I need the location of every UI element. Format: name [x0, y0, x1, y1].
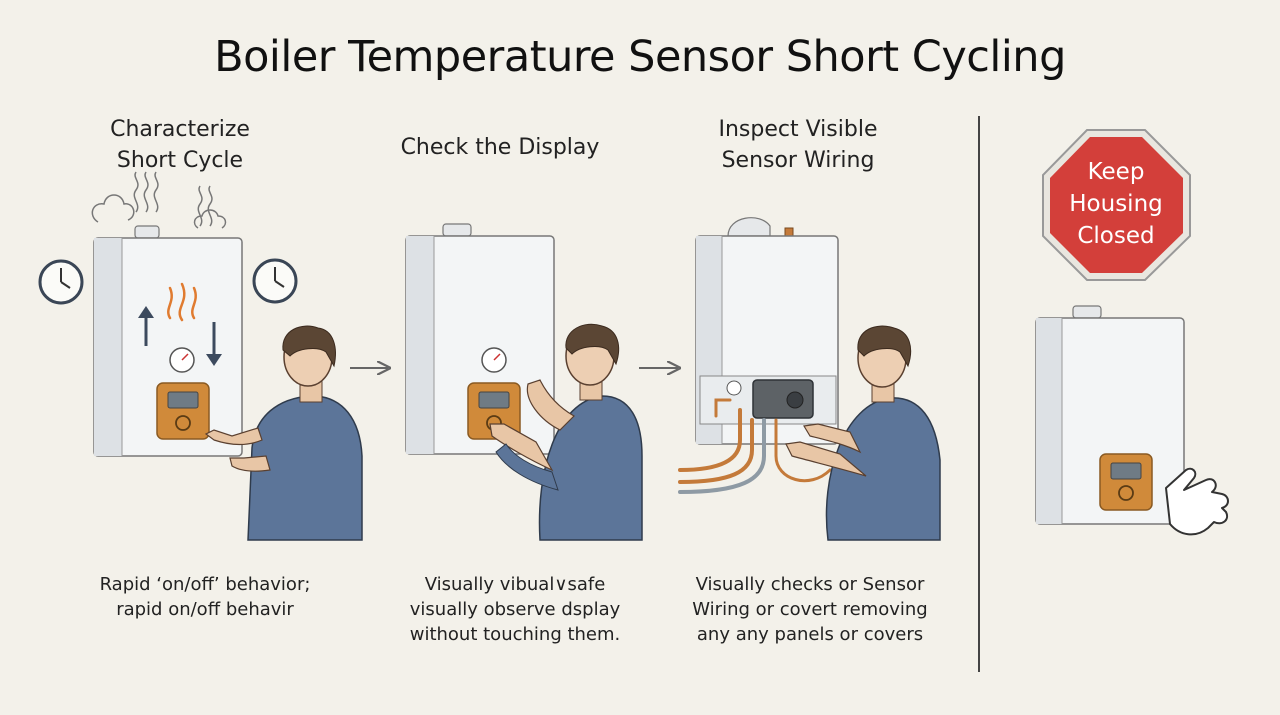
warning-line2: Housing — [1069, 191, 1163, 217]
step2-caption-line3: without touching them. — [409, 624, 621, 645]
warning-line3: Closed — [1077, 223, 1155, 249]
step3-caption-line3: any any panels or covers — [696, 624, 924, 645]
flame-icon — [167, 282, 197, 322]
step3-title-line1: Inspect Visible — [718, 117, 878, 142]
technician-1 — [204, 325, 363, 541]
step1-title-line1: Characterize — [110, 117, 250, 142]
step3-title: Inspect Visible Sensor Wiring — [688, 114, 908, 176]
step2-caption-line2: visually observe dsplay — [409, 599, 621, 620]
page-title: Boiler Temperature Sensor Short Cycling — [214, 32, 1066, 82]
step2-caption: Visually vibual∨safe visually observe ds… — [370, 572, 660, 647]
technician-2 — [489, 323, 643, 541]
step1-illustration — [38, 171, 363, 541]
step1-title: Characterize Short Cycle — [70, 114, 290, 176]
warning-line1: Keep — [1087, 159, 1145, 185]
clock-icon — [252, 258, 298, 304]
step1-caption-line1: Rapid ‘on/off’ behavior; — [99, 574, 311, 595]
step2-title-line1: Check the Display — [400, 135, 600, 160]
step2-caption-line1: Visually vibual∨safe — [424, 574, 606, 595]
step1-caption-line2: rapid on/off behavir — [116, 599, 294, 620]
warning-text: Keep Housing Closed — [1040, 156, 1192, 252]
down-arrow-icon — [206, 322, 222, 366]
pressure-gauge-icon — [481, 347, 507, 373]
clock-icon — [38, 259, 84, 305]
boiler-4 — [1035, 305, 1185, 525]
technician-3 — [785, 325, 941, 541]
pointing-hand-icon — [1165, 467, 1229, 536]
section-divider — [978, 116, 980, 672]
step3-caption: Visually checks or Sensor Wiring or cove… — [665, 572, 955, 647]
step3-caption-line1: Visually checks or Sensor — [695, 574, 925, 595]
step3-title-line2: Sensor Wiring — [721, 148, 875, 173]
step3-illustration — [678, 217, 941, 541]
up-arrow-icon — [138, 306, 154, 346]
stop-sign-icon — [1042, 129, 1191, 281]
step1-caption: Rapid ‘on/off’ behavior; rapid on/off be… — [60, 572, 350, 622]
steam-icon — [91, 171, 227, 229]
step2-illustration — [405, 223, 643, 541]
step2-title: Check the Display — [370, 132, 630, 163]
step1-title-line2: Short Cycle — [116, 148, 244, 173]
step3-caption-line2: Wiring or covert removing — [692, 599, 928, 620]
pressure-gauge-icon — [169, 347, 195, 373]
